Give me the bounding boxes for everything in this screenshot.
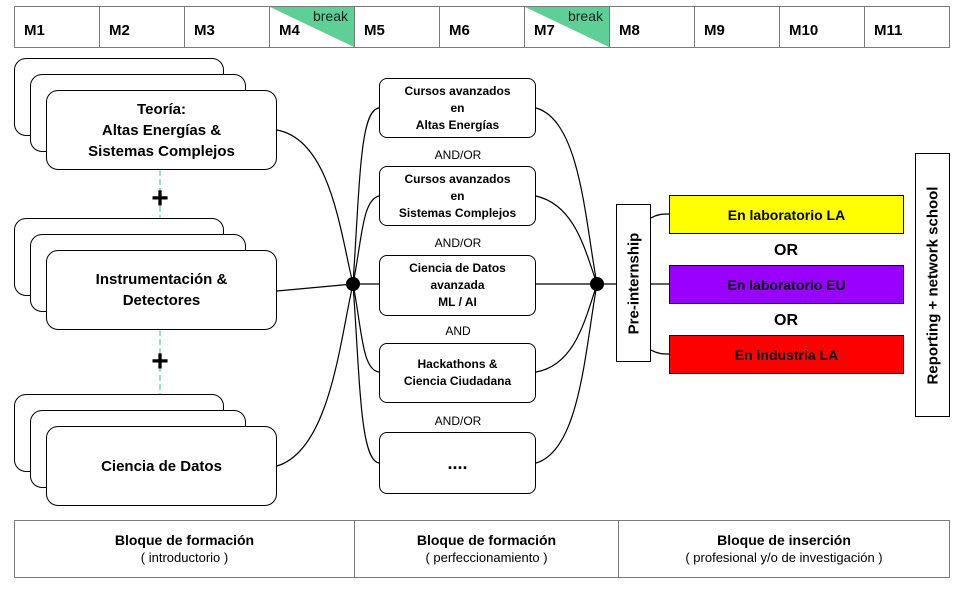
connector-label: AND/OR: [434, 148, 482, 162]
month-cell: M8: [609, 7, 694, 47]
break-label: break: [567, 8, 603, 24]
connector-label: AND/OR: [434, 414, 482, 428]
footer-title: Bloque de inserción: [717, 532, 851, 548]
advanced-course-box: Cursos avanzados en Sistemas Complejos: [379, 166, 536, 226]
month-label: M1: [24, 22, 45, 39]
reporting-label: Reporting + network school: [924, 186, 941, 384]
month-label: M4: [279, 22, 300, 39]
placement-lab-la: En laboratorio LA: [669, 195, 904, 234]
month-label: M10: [789, 22, 819, 39]
placement-label: En laboratorio LA: [727, 206, 846, 223]
phase-footer: Bloque de formación ( introductorio ) Bl…: [14, 520, 950, 578]
plus-sign: +: [151, 345, 169, 378]
month-cell: M11: [864, 7, 949, 47]
pre-internship-label: Pre-internship: [625, 232, 642, 334]
month-cell: M6: [439, 7, 524, 47]
month-label: M5: [364, 22, 385, 39]
month-cell: M10: [779, 7, 864, 47]
month-cell-break: break M7: [524, 7, 609, 47]
placement-lab-eu: En laboratorio EU: [669, 265, 904, 304]
month-label: M6: [449, 22, 470, 39]
break-marker: [270, 7, 354, 47]
or-label: OR: [774, 242, 798, 259]
or-label: OR: [774, 312, 798, 329]
month-label: M9: [704, 22, 725, 39]
ciencia-datos-box: Ciencia de Datos: [46, 426, 277, 506]
month-cell: M1: [15, 7, 99, 47]
month-label: M2: [109, 22, 130, 39]
month-label: M11: [874, 22, 903, 39]
instrumentacion-box: Instrumentación & Detectores: [46, 250, 277, 330]
footer-subtitle: ( perfeccionamiento ): [425, 550, 548, 565]
connector-label: AND: [445, 324, 471, 338]
more-courses-box: ....: [379, 432, 536, 494]
footer-title: Bloque de formación: [416, 532, 557, 548]
month-label: M3: [194, 22, 215, 39]
pre-internship-box: Pre-internship: [616, 204, 651, 362]
month-cell: M2: [99, 7, 184, 47]
month-cell: M9: [694, 7, 779, 47]
month-cell: M5: [354, 7, 439, 47]
advanced-course-box: Cursos avanzados en Altas Energías: [379, 78, 536, 138]
footer-block-insertion: Bloque de inserción ( profesional y/o de…: [618, 521, 949, 577]
reporting-box: Reporting + network school: [915, 153, 950, 417]
footer-subtitle: ( profesional y/o de investigación ): [685, 550, 883, 565]
connector-label: AND/OR: [434, 236, 482, 250]
teoria-box: Teoría: Altas Energías & Sistemas Comple…: [46, 90, 277, 170]
junction-dot: [590, 277, 604, 291]
footer-block-advanced: Bloque de formación ( perfeccionamiento …: [354, 521, 618, 577]
placement-label: En laboratorio EU: [727, 276, 846, 293]
placement-label: En industria LA: [734, 346, 839, 363]
month-timeline: M1 M2 M3 break M4 M5 M6 break M7 M8 M9 M…: [14, 6, 950, 48]
footer-title: Bloque de formación: [114, 532, 255, 548]
month-cell: M3: [184, 7, 269, 47]
placement-industria-la: En industria LA: [669, 335, 904, 374]
footer-block-intro: Bloque de formación ( introductorio ): [15, 521, 354, 577]
footer-subtitle: ( introductorio ): [140, 550, 229, 565]
break-marker: [525, 7, 609, 47]
junction-dot: [346, 277, 360, 291]
month-label: M7: [534, 22, 555, 39]
advanced-course-box: Ciencia de Datos avanzada ML / AI: [379, 255, 536, 316]
plus-sign: +: [151, 182, 169, 215]
break-label: break: [312, 8, 348, 24]
month-label: M8: [619, 22, 640, 39]
advanced-course-box: Hackathons & Ciencia Ciudadana: [379, 343, 536, 403]
month-cell-break: break M4: [269, 7, 354, 47]
